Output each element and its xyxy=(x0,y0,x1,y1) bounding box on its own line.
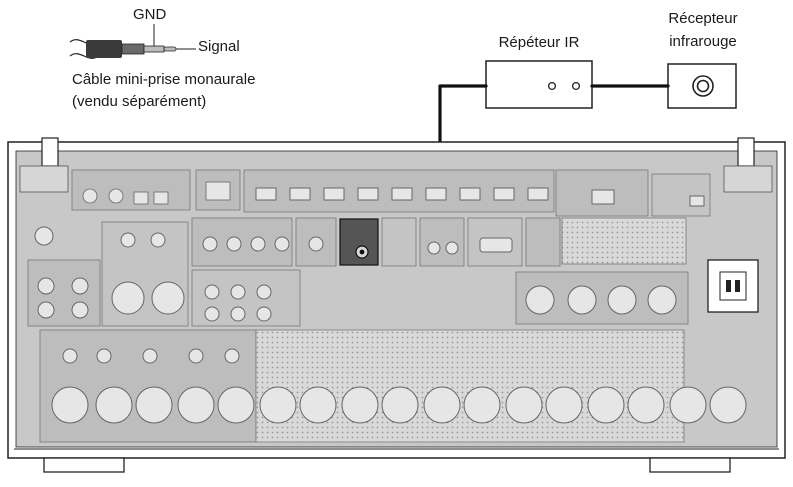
ir-receiver xyxy=(667,63,737,109)
mini-plug-cable xyxy=(69,24,196,59)
ir-in-jack-area xyxy=(339,218,379,266)
cable-description-line1: Câble mini-prise monaurale xyxy=(72,71,256,88)
ir-repeater xyxy=(485,60,593,109)
signal-label: Signal xyxy=(198,38,240,55)
ir-repeater-label: Répéteur IR xyxy=(498,34,580,51)
ir-receiver-label-line1: Récepteur xyxy=(668,10,738,27)
cable-description-line2: (vendu séparément) xyxy=(72,93,207,110)
gnd-label: GND xyxy=(133,6,167,23)
receiver-rear-panel xyxy=(7,137,786,473)
ir-receiver-label-line2: infrarouge xyxy=(669,33,737,50)
